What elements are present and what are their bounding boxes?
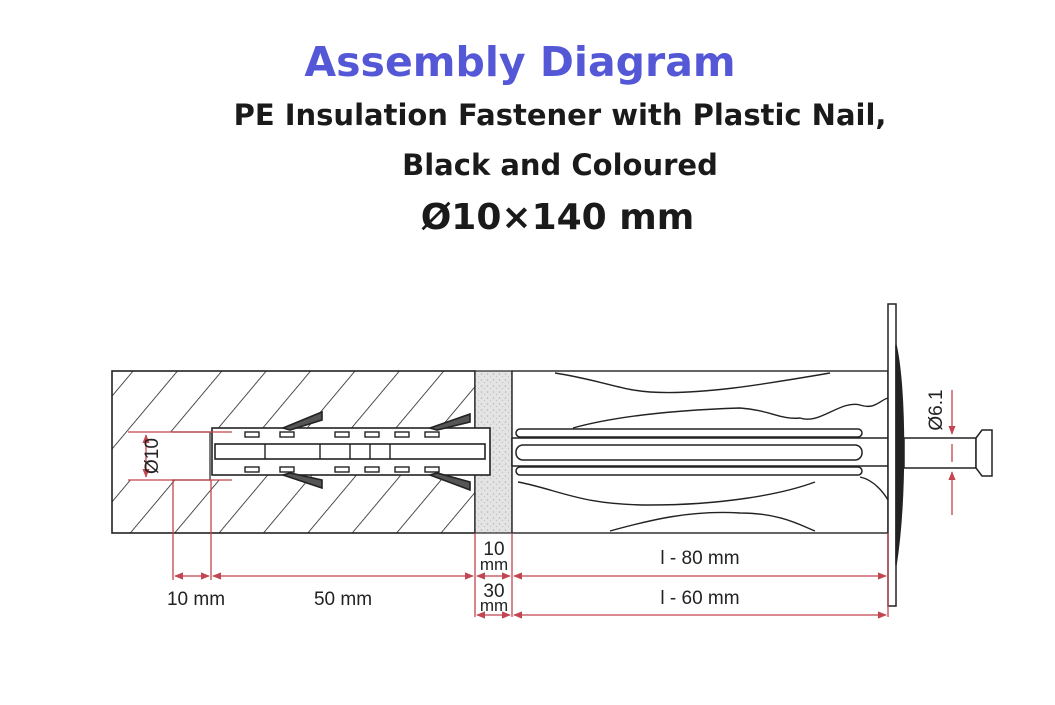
plaster-max-value: 30 <box>483 581 504 602</box>
product-size: Ø10×140 mm <box>420 197 695 238</box>
fastener-shank <box>511 428 889 476</box>
diagram-title: Assembly Diagram <box>304 38 736 86</box>
nail-diameter-label: Ø6.1 <box>926 389 947 430</box>
plaster-min-unit: mm <box>480 555 508 574</box>
tip-gap-label: 10 mm <box>167 589 225 610</box>
product-name-line1: PE Insulation Fastener with Plastic Nail… <box>233 98 887 132</box>
plastic-nail-head <box>903 429 993 477</box>
fastener-plate <box>887 303 905 607</box>
dimension-lines <box>128 390 956 619</box>
insulation-min-label: l - 60 mm <box>660 588 739 609</box>
expansion-sleeve <box>211 410 491 492</box>
product-name-line2: Black and Coloured <box>402 148 718 182</box>
hole-diameter-label: Ø10 <box>142 438 163 474</box>
insulation-max-label: l - 80 mm <box>660 548 739 569</box>
plaster-min-value: 10 <box>483 539 504 560</box>
plaster-max-unit: mm <box>480 596 508 615</box>
anchor-depth-label: 50 mm <box>314 589 372 610</box>
